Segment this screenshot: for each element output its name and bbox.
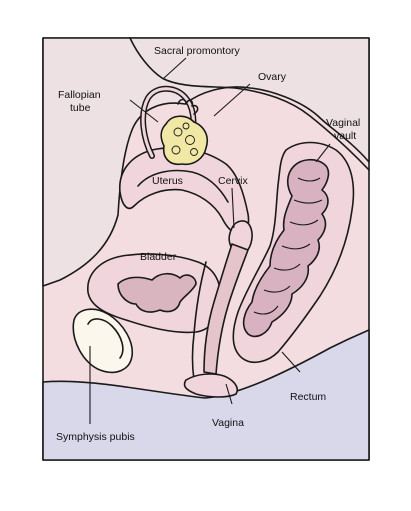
symphysis-pubis-inner — [87, 318, 124, 359]
label-vaginal-vault-line2: vault — [334, 130, 356, 142]
label-fallopian-tube-line1: Fallopian — [58, 89, 101, 101]
bladder-lumen — [117, 272, 197, 313]
label-fallopian-tube-line2: tube — [70, 102, 91, 114]
label-ovary: Ovary — [258, 71, 287, 83]
label-vagina: Vagina — [212, 417, 244, 429]
rectum-lumen — [242, 158, 330, 338]
label-rectum: Rectum — [290, 391, 326, 403]
label-vaginal-vault-line1: Vaginal — [326, 117, 360, 129]
lower-region — [42, 329, 370, 461]
urethra — [191, 261, 207, 381]
uterine-cavity — [137, 169, 229, 203]
leader-lines — [89, 57, 331, 424]
sacrum-outline — [129, 37, 370, 171]
abdominal-cavity — [42, 37, 370, 287]
label-cervix: Cervix — [218, 175, 249, 187]
label-bladder: Bladder — [140, 251, 177, 263]
label-sacral-promontory: Sacral promontory — [154, 45, 241, 57]
fallopian-tube-inner — [141, 87, 195, 158]
symphysis-pubis — [72, 308, 133, 374]
rectum-folds — [253, 177, 323, 315]
fimbriae — [177, 98, 199, 115]
label-symphysis-pubis: Symphysis pubis — [56, 431, 135, 443]
ovary-follicles — [171, 122, 198, 156]
label-uterus: Uterus — [152, 175, 183, 187]
perineum — [183, 373, 239, 398]
